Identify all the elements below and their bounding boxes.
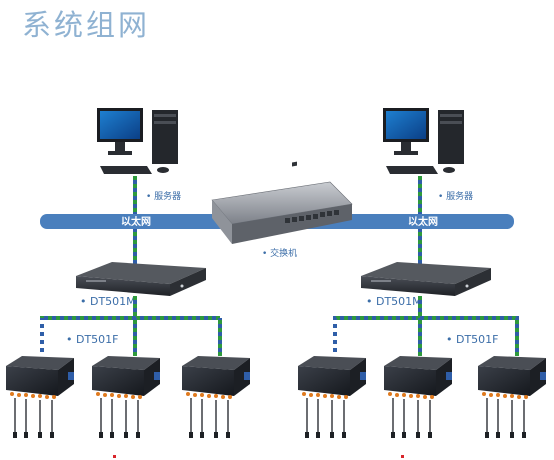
server-link-left [133, 176, 137, 214]
server-label-right: • 服务器 [438, 190, 473, 202]
dt501m-label-left: • DT501M [80, 295, 136, 308]
server-computer-right [383, 108, 464, 174]
dt501f-device-5 [384, 356, 452, 438]
ethernet-label-left: 以太网 [121, 215, 151, 228]
indicator-mark-left [113, 455, 116, 458]
dt501f-device-4 [298, 356, 366, 438]
fiber-links-left [40, 296, 222, 356]
dt501f-label-left: • DT501F [66, 333, 119, 346]
dt501f-device-6 [478, 356, 546, 438]
page-title: 系统组网 [22, 8, 151, 42]
switch-device [211, 161, 353, 244]
dt501f-device-1 [6, 356, 74, 438]
dt501m-label-right: • DT501M [366, 295, 422, 308]
server-computer-left [97, 108, 178, 174]
ethernet-link-left [133, 229, 137, 265]
server-link-right [418, 176, 422, 214]
switch-label: • 交换机 [262, 247, 297, 259]
ethernet-link-right [418, 229, 422, 265]
dt501m-device-right [361, 262, 491, 296]
fiber-links-right [333, 296, 519, 356]
dt501f-device-2 [92, 356, 160, 438]
ethernet-label-right: 以太网 [408, 215, 438, 228]
dt501f-device-3 [182, 356, 250, 438]
indicator-mark-right [401, 455, 404, 458]
server-label-left: • 服务器 [146, 190, 181, 202]
dt501m-device-left [76, 262, 206, 296]
dt501f-label-right: • DT501F [446, 333, 499, 346]
